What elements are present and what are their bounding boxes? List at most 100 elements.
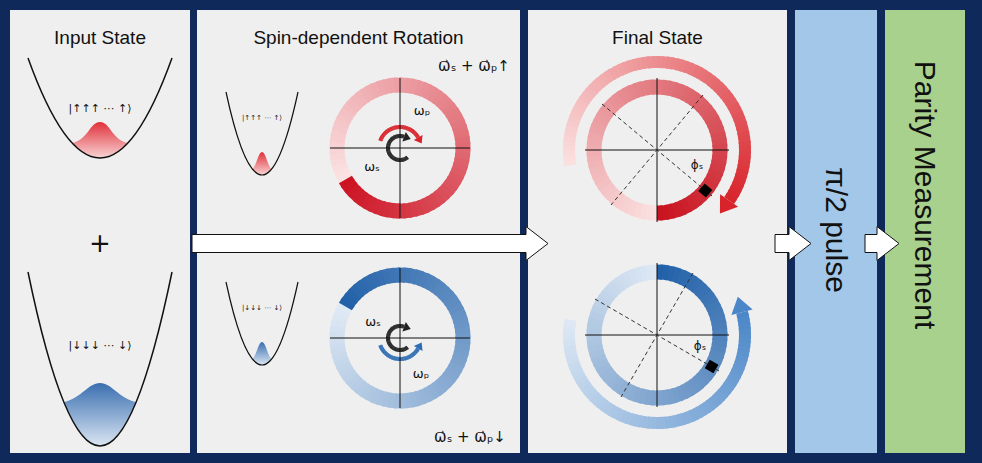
math-label: ωₛ bbox=[365, 315, 381, 328]
ring-segment bbox=[387, 140, 391, 145]
ring-segment bbox=[412, 130, 417, 135]
ring-segment bbox=[387, 142, 391, 147]
ring-segment bbox=[414, 132, 419, 137]
ring-segment bbox=[409, 128, 414, 133]
ring-segment bbox=[388, 138, 393, 143]
ring-segment bbox=[382, 349, 387, 354]
ring-segment bbox=[397, 357, 402, 361]
panel: Spin-dependent Rotation bbox=[197, 10, 520, 453]
ring-segment bbox=[387, 331, 391, 336]
ring-segment bbox=[407, 355, 412, 359]
ring-segment bbox=[400, 158, 405, 162]
ring-segment bbox=[402, 125, 407, 129]
ring-segment bbox=[414, 349, 419, 354]
ring-segment bbox=[406, 127, 411, 131]
ring-segment bbox=[398, 125, 403, 129]
ring-segment bbox=[388, 354, 393, 358]
ring-segment bbox=[387, 330, 391, 335]
trap-well bbox=[226, 282, 298, 365]
ring-segment bbox=[413, 350, 418, 355]
ring-segment bbox=[380, 346, 384, 351]
ring-segment bbox=[385, 129, 390, 134]
ring-segment bbox=[404, 346, 409, 351]
ring-segment bbox=[413, 351, 418, 356]
ring-segment bbox=[657, 265, 662, 280]
ring-segment bbox=[383, 350, 388, 355]
ring-segment bbox=[381, 133, 386, 138]
ring-segment bbox=[398, 348, 403, 352]
ring-segment bbox=[386, 148, 390, 153]
ring-segment bbox=[387, 342, 392, 347]
panel-ground bbox=[10, 10, 190, 453]
ring-segment bbox=[409, 353, 414, 358]
ring-segment bbox=[395, 134, 400, 138]
panel-title: Final State bbox=[612, 27, 703, 49]
ring-segment bbox=[385, 353, 390, 358]
stage-label: Parity Measurement bbox=[908, 61, 942, 329]
ring-segment bbox=[742, 312, 743, 316]
ring-segment bbox=[387, 354, 392, 358]
ring-segment bbox=[401, 125, 406, 129]
panel-title: Spin-dependent Rotation bbox=[253, 27, 463, 49]
ring-segment bbox=[398, 158, 403, 162]
ring-segment bbox=[395, 125, 400, 129]
ring-segment bbox=[382, 132, 387, 137]
panel-ground bbox=[885, 10, 965, 453]
ring-segment bbox=[395, 158, 400, 162]
ring-segment bbox=[394, 134, 399, 138]
ring-segment bbox=[657, 205, 662, 220]
ring-segment bbox=[412, 351, 417, 356]
ring-segment bbox=[391, 136, 396, 141]
ring-segment bbox=[388, 152, 393, 157]
panel-ground bbox=[528, 10, 787, 453]
ring-segment bbox=[392, 157, 397, 161]
ring-segment bbox=[404, 156, 409, 161]
ring-segment bbox=[404, 356, 409, 360]
arrow-head bbox=[414, 342, 423, 351]
ring-segment bbox=[403, 126, 408, 130]
ring-segment bbox=[401, 157, 406, 161]
ring-segment bbox=[412, 351, 417, 356]
ring-segment bbox=[392, 135, 397, 139]
ring-segment bbox=[383, 351, 388, 356]
ring-segment bbox=[393, 125, 398, 129]
ring-segment bbox=[386, 353, 391, 357]
ring-segment bbox=[394, 347, 399, 351]
ring-segment bbox=[390, 327, 395, 332]
ring-segment bbox=[393, 347, 398, 351]
panel: π/2 pulse bbox=[795, 10, 877, 453]
ring-segment bbox=[380, 347, 384, 352]
ring-segment bbox=[380, 347, 385, 352]
ring-segment bbox=[413, 350, 418, 355]
ring-segment bbox=[387, 150, 391, 155]
arrow-head bbox=[720, 194, 738, 213]
ring-segment bbox=[388, 139, 393, 144]
ring-segment bbox=[379, 346, 383, 351]
ring-segment bbox=[406, 355, 411, 359]
ring-segment bbox=[392, 126, 397, 130]
block-arrow bbox=[192, 227, 548, 261]
ring-segment bbox=[379, 136, 383, 141]
ring-segment bbox=[379, 344, 383, 349]
ring-segment bbox=[398, 357, 403, 361]
ring-segment bbox=[394, 125, 399, 129]
ring-segment bbox=[414, 348, 419, 353]
ring-segment bbox=[386, 334, 390, 339]
ring-segment bbox=[389, 153, 394, 158]
ring-segment bbox=[407, 355, 412, 359]
ring-segment bbox=[387, 151, 391, 156]
ring-segment bbox=[402, 356, 407, 360]
ring-segment bbox=[392, 126, 397, 130]
ring-segment bbox=[393, 325, 398, 329]
ring-segment bbox=[381, 133, 386, 138]
ring-segment bbox=[413, 132, 418, 137]
ring-segment bbox=[405, 126, 410, 130]
ring-segment bbox=[385, 352, 390, 357]
ring-segment bbox=[379, 137, 383, 142]
ring-segment bbox=[379, 345, 383, 350]
ring-segment bbox=[386, 336, 390, 341]
ring-segment bbox=[386, 353, 391, 358]
ring-segment bbox=[387, 354, 392, 358]
ring-segment bbox=[380, 134, 384, 139]
ring-segment bbox=[386, 148, 390, 153]
